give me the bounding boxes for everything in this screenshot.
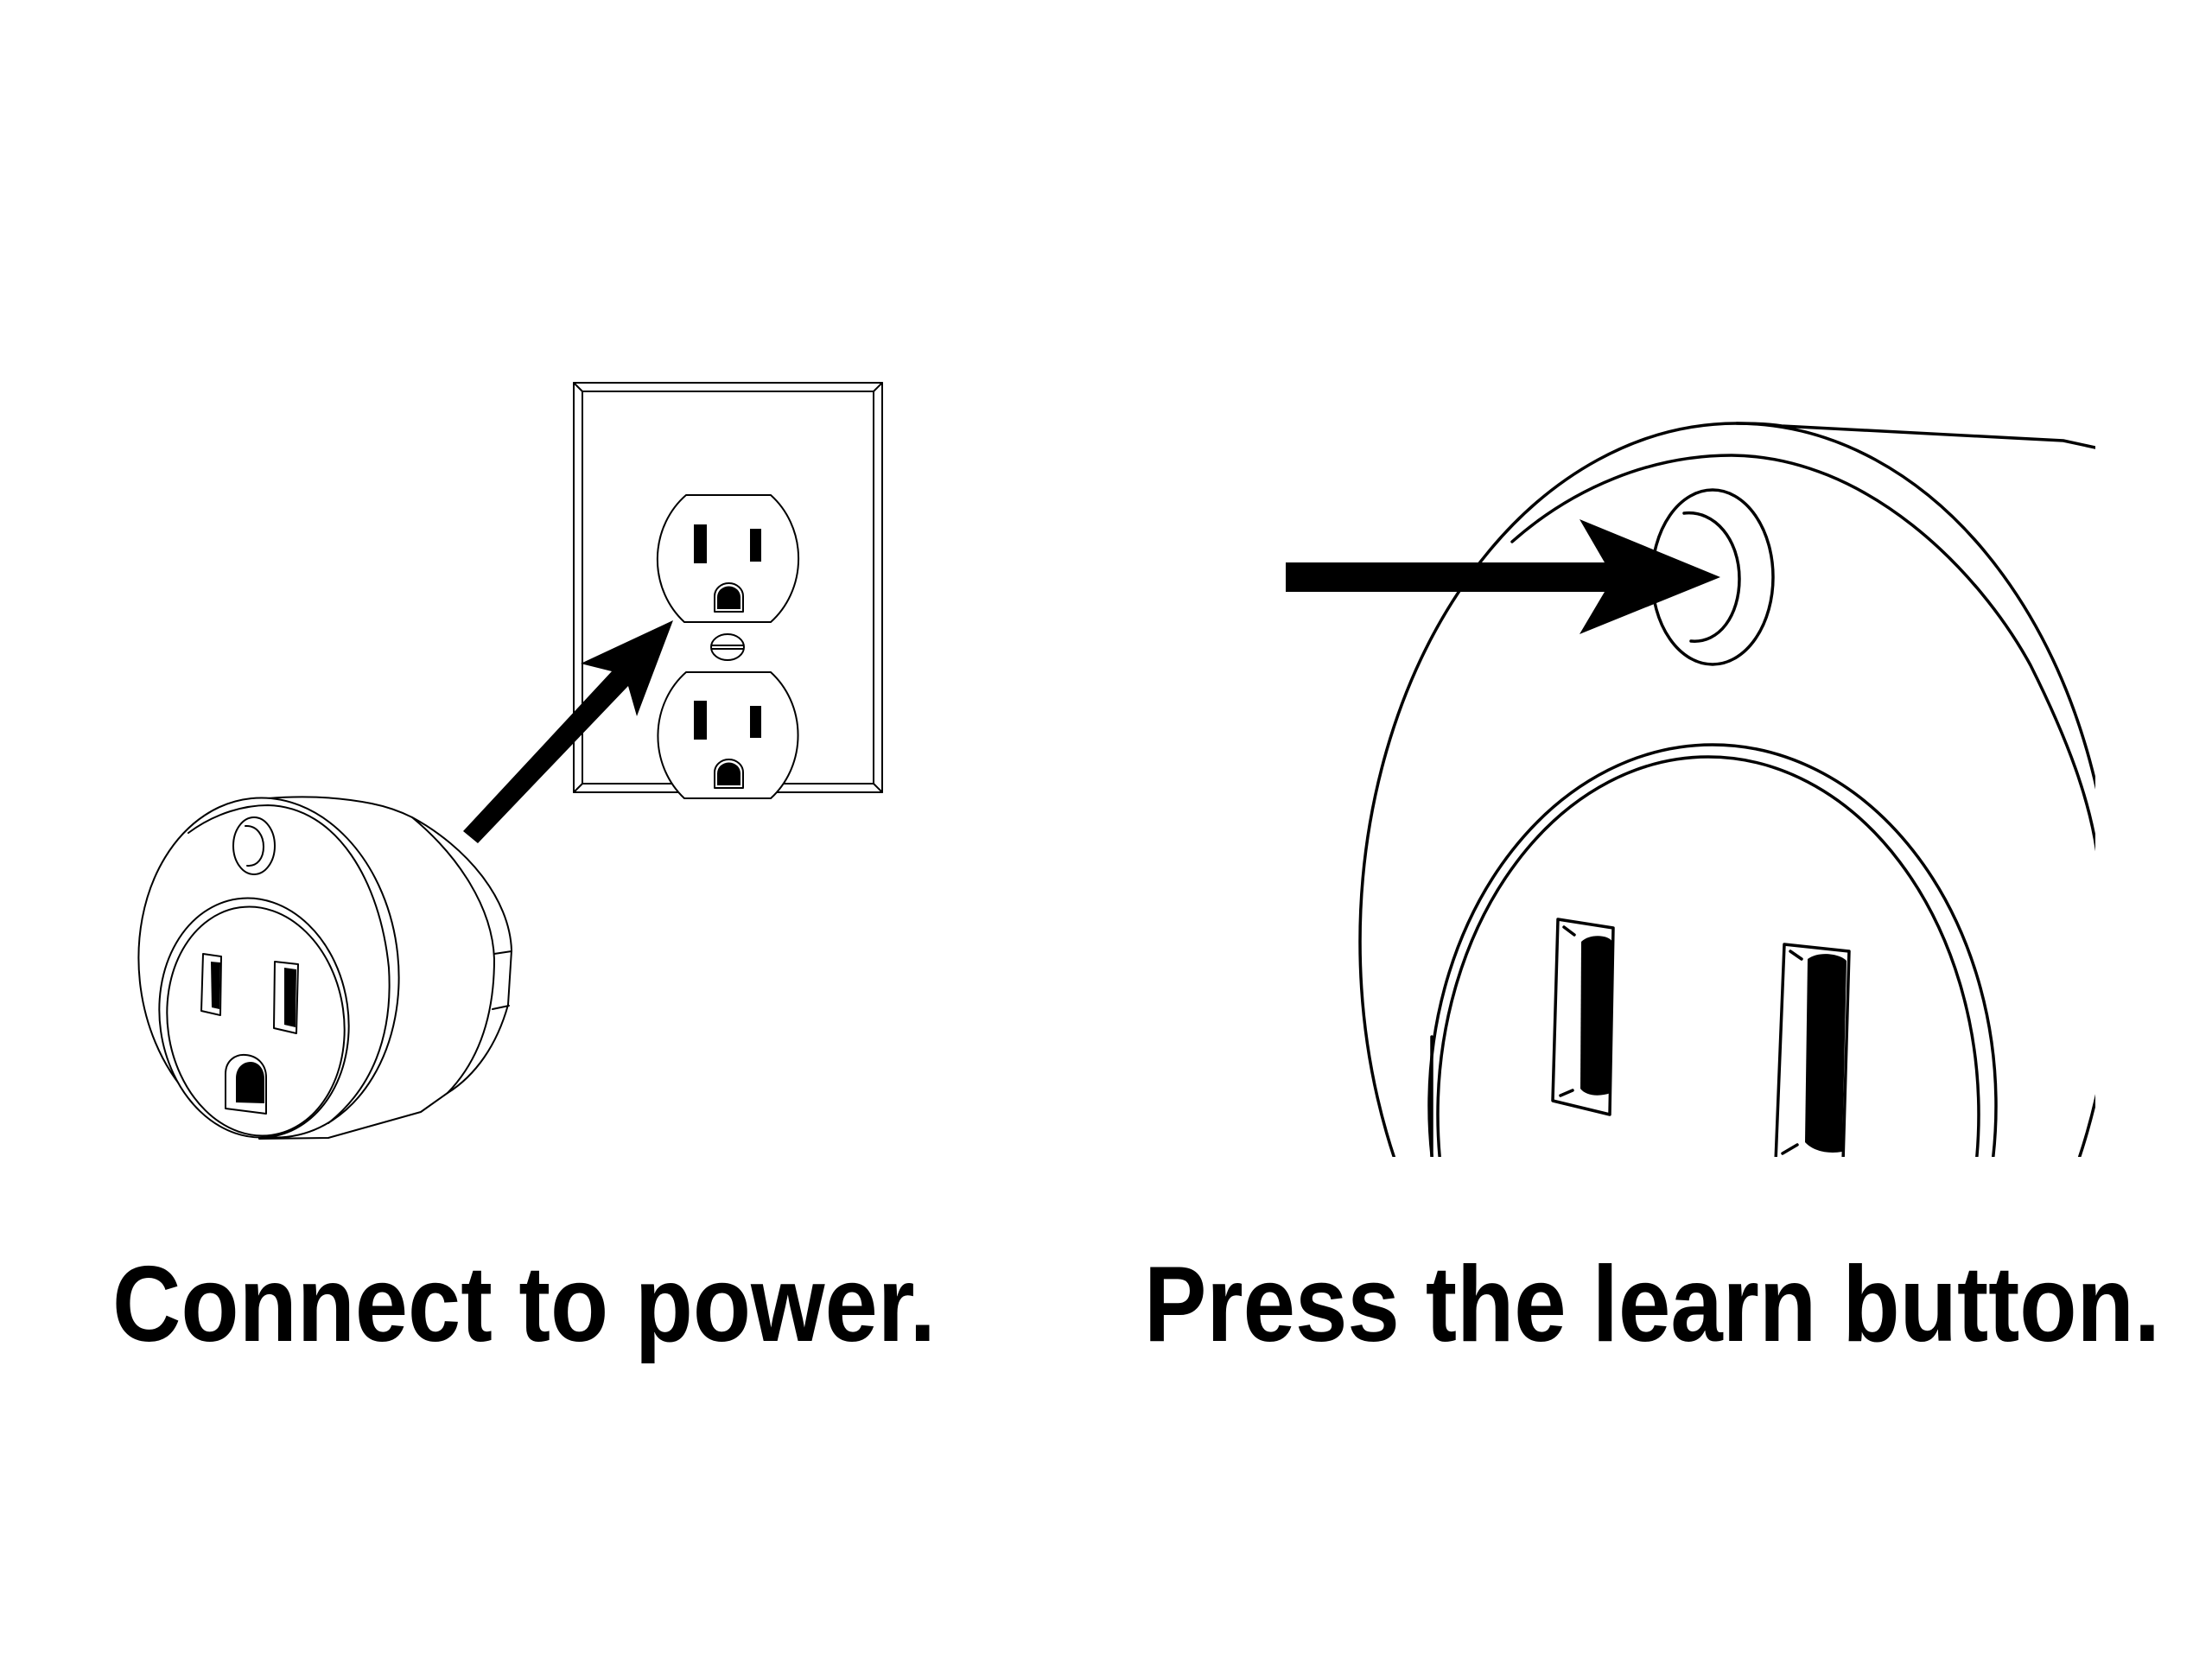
- receptacle-face: [657, 671, 799, 799]
- device-outer-shell: [1358, 422, 2095, 1157]
- receptacle-slot-hot: [750, 706, 761, 738]
- plate-bevel-corner: [573, 783, 583, 793]
- receptacle-face: [656, 494, 800, 623]
- receptacle-ground-hole: [717, 586, 741, 609]
- slot-bevel: [1559, 1089, 1574, 1097]
- step-1-illustration: [137, 382, 883, 1140]
- slot-bevel: [1789, 950, 1803, 961]
- slot-bevel: [1781, 1143, 1799, 1155]
- smart-plug-device: [137, 796, 512, 1140]
- receptacle-outer-ring: [1427, 743, 1998, 1157]
- wall-receptacle-upper: [656, 494, 800, 623]
- plug-rim-tick: [492, 1005, 510, 1010]
- arrow-right-icon: [1286, 519, 1720, 634]
- screw-head: [710, 633, 745, 661]
- plug-learn-button-highlight: [245, 824, 265, 867]
- plug-slot-hot-hole: [284, 968, 296, 1027]
- plug-ground-hole: [236, 1062, 264, 1103]
- device-inner-rim: [1510, 454, 2095, 852]
- arrow-up-right-icon: [463, 620, 673, 843]
- step-2-caption: Press the learn button.: [1144, 1245, 2160, 1364]
- plug-rim-tick: [493, 950, 512, 955]
- wall-receptacle-lower: [657, 671, 799, 799]
- step-1-caption: Connect to power.: [112, 1245, 936, 1364]
- receptacle-inner-ring: [1436, 755, 1980, 1157]
- plate-bevel-corner: [873, 382, 883, 392]
- plug-back-rim: [411, 816, 496, 1094]
- plate-bevel-corner: [873, 783, 883, 793]
- plug-front-rim: [188, 804, 391, 1124]
- receptacle-slot-hot: [750, 529, 761, 562]
- receptacle-ground-hole: [717, 762, 741, 785]
- plug-learn-button: [232, 816, 276, 875]
- slot-bevel: [1562, 925, 1576, 937]
- closeup-slot-neutral-hole: [1580, 936, 1612, 1096]
- plug-slot-neutral-hole: [211, 962, 220, 1009]
- receptacle-slot-neutral: [694, 524, 707, 563]
- plate-screw: [710, 633, 745, 661]
- plate-bevel-corner: [573, 382, 583, 392]
- closeup-slot-hot-hole: [1805, 954, 1847, 1153]
- step-2-illustration: [1286, 422, 2095, 1157]
- learn-button-highlight: [1682, 511, 1741, 643]
- receptacle-slot-neutral: [694, 701, 707, 740]
